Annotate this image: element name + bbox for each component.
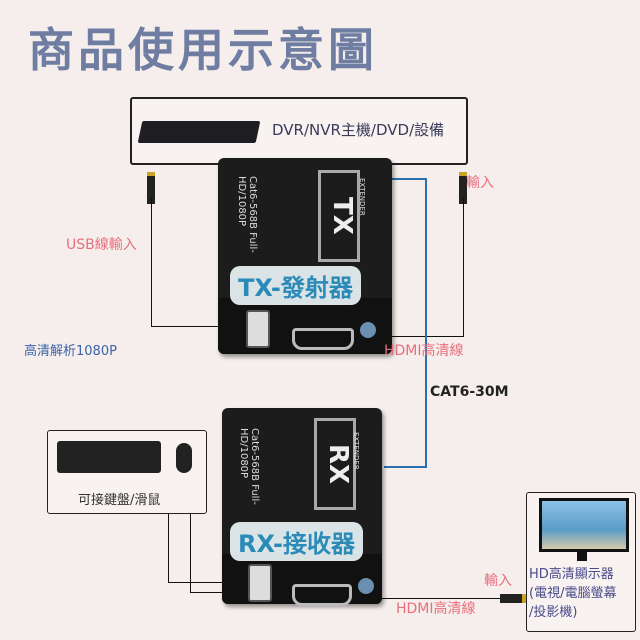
source-device-label: DVR/NVR主機/DVD/設備 [272,121,445,139]
hdmi-port [292,584,352,606]
tx-brand: EXTENDER [358,178,366,216]
keyboard-icon [57,441,161,473]
usb-port [248,564,272,602]
mouse-icon [176,443,192,473]
keyboard-mouse-label: 可接鍵盤/滑鼠 [78,493,161,508]
source-device-box: DVR/NVR主機/DVD/設備 [130,97,468,165]
usb-cable [151,326,233,327]
input-label-top: 輸入 [466,175,494,191]
display-label: HD高清顯示器 (電視/電腦螢幕 /投影機) [529,565,616,622]
mouse-cable [190,512,191,592]
hdmi-port [292,328,354,350]
tx-logo: TX [318,170,360,262]
hdmi-plug-icon [459,172,467,204]
rx-logo: RX [314,418,356,510]
usb-cable [151,198,152,326]
usb-input-label: USB線輸入 [66,237,137,253]
cat6-label: CAT6-30M [430,384,509,400]
display-line3: /投影機) [529,605,578,620]
page-title: 商品使用示意圖 [28,23,378,77]
rx-brand: EXTENDER [352,432,360,470]
tx-device: Cat6-568B Full-HD/1080P TX EXTENDER TX-發… [218,158,392,354]
tx-label: TX-發射器 [230,266,361,305]
display-line1: HD高清顯示器 [529,567,614,582]
hdmi-cable [378,336,464,337]
tx-side-text: Cat6-568B Full-HD/1080P [236,176,258,253]
cat6-cable [425,178,427,468]
power-port-icon [360,322,376,338]
rx-label: RX-接收器 [230,522,363,561]
mouse-cable [190,592,236,593]
input-label-bottom: 輸入 [484,573,512,589]
monitor-stand-icon [577,551,587,561]
rx-device: Cat6-568B Full-HD/1080P RX EXTENDER RX-接… [222,408,382,606]
hdmi-plug-icon [500,594,526,603]
hdmi-cable-label-bottom: HDMI高清線 [396,601,476,617]
hdmi-cable-label-top: HDMI高清線 [384,343,464,359]
resolution-label: 高清解析1080P [24,344,117,359]
hdmi-cable-out [378,598,508,599]
hdmi-cable [463,198,464,336]
monitor-icon [539,498,629,552]
rx-side-text: Cat6-568B Full-HD/1080P [238,428,260,505]
power-port-icon [358,578,374,594]
keyboard-mouse-box: 可接鍵盤/滑鼠 [47,430,207,514]
usb-port [246,310,270,348]
display-line2: (電視/電腦螢幕 [529,586,617,601]
dvr-icon [137,121,261,143]
keyboard-cable [168,512,169,582]
display-box: HD高清顯示器 (電視/電腦螢幕 /投影機) [526,492,636,632]
cat6-cable [392,178,426,180]
cat6-cable [384,466,427,468]
usb-plug-icon [147,172,155,204]
keyboard-cable [168,582,236,583]
